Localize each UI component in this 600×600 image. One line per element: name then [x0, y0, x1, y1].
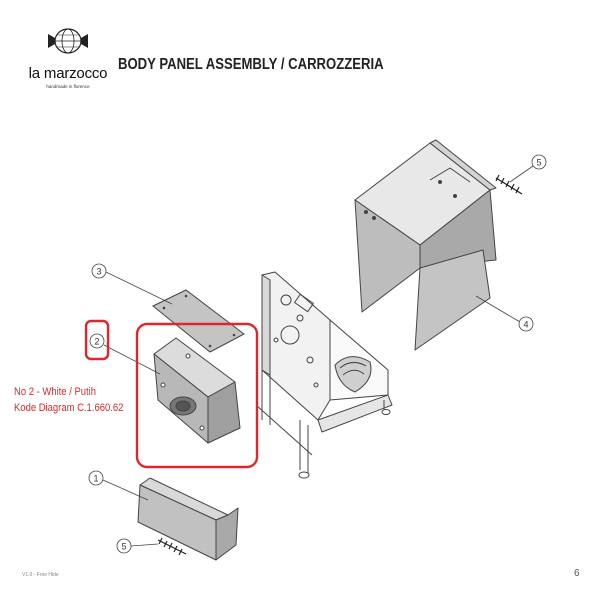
callout-5-bottom: 5 — [116, 538, 132, 554]
callout-5-top: 5 — [531, 154, 547, 170]
callout-1: 1 — [88, 470, 104, 486]
chassis-frame — [255, 271, 393, 479]
brand-name: la marzocco — [28, 65, 108, 82]
callout-4-label: 4 — [523, 320, 528, 330]
highlight-box-part-2 — [135, 322, 259, 469]
callout-2-label: 2 — [94, 337, 99, 347]
part-2-side-panel — [153, 337, 241, 444]
callout-3: 3 — [91, 263, 107, 279]
brand-tagline: handmade in florence — [46, 84, 90, 89]
annotation-line-1: No 2 - White / Putih — [14, 386, 97, 398]
callout-2: 2 — [89, 333, 105, 349]
part-5-screw-bottom — [157, 537, 187, 556]
annotation-line-2: Kode Diagram C.1.660.62 — [14, 402, 124, 414]
part-3-top-plate — [152, 289, 245, 353]
leader-lines — [102, 165, 534, 547]
callout-4: 4 — [518, 316, 534, 332]
part-1-bottom-panel — [137, 477, 239, 561]
callout-5-top-label: 5 — [536, 158, 541, 168]
callout-3-label: 3 — [96, 267, 101, 277]
page-title: BODY PANEL ASSEMBLY / CARROZZERIA — [118, 56, 384, 73]
callout-5-bottom-label: 5 — [121, 542, 126, 552]
footer-version: V1.0 - Free Hide — [22, 572, 59, 578]
brand-logo: la marzocco handmade in florence — [28, 26, 108, 89]
part-3-holes — [162, 294, 236, 348]
lion-emblem-icon — [48, 28, 88, 54]
callout-1-label: 1 — [93, 474, 98, 484]
part-4-top-panel — [354, 139, 497, 351]
part-5-screw-top — [495, 174, 523, 195]
highlight-box-callout-2 — [84, 319, 110, 361]
page-number: 6 — [574, 568, 580, 579]
